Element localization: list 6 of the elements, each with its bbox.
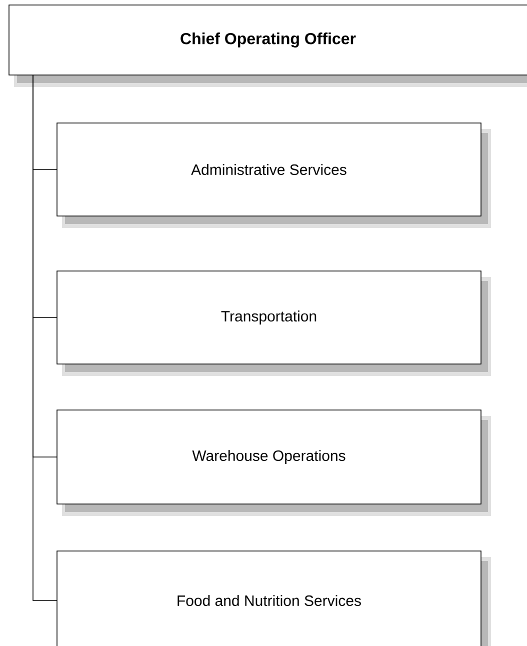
department-box: Administrative Services <box>56 122 491 228</box>
title-box: Chief Operating Officer <box>8 4 527 87</box>
department-box: Warehouse Operations <box>56 410 491 516</box>
department-box: Transportation <box>56 270 491 376</box>
connector-line <box>32 74 58 601</box>
department-box: Food and Nutrition Services <box>56 550 491 646</box>
